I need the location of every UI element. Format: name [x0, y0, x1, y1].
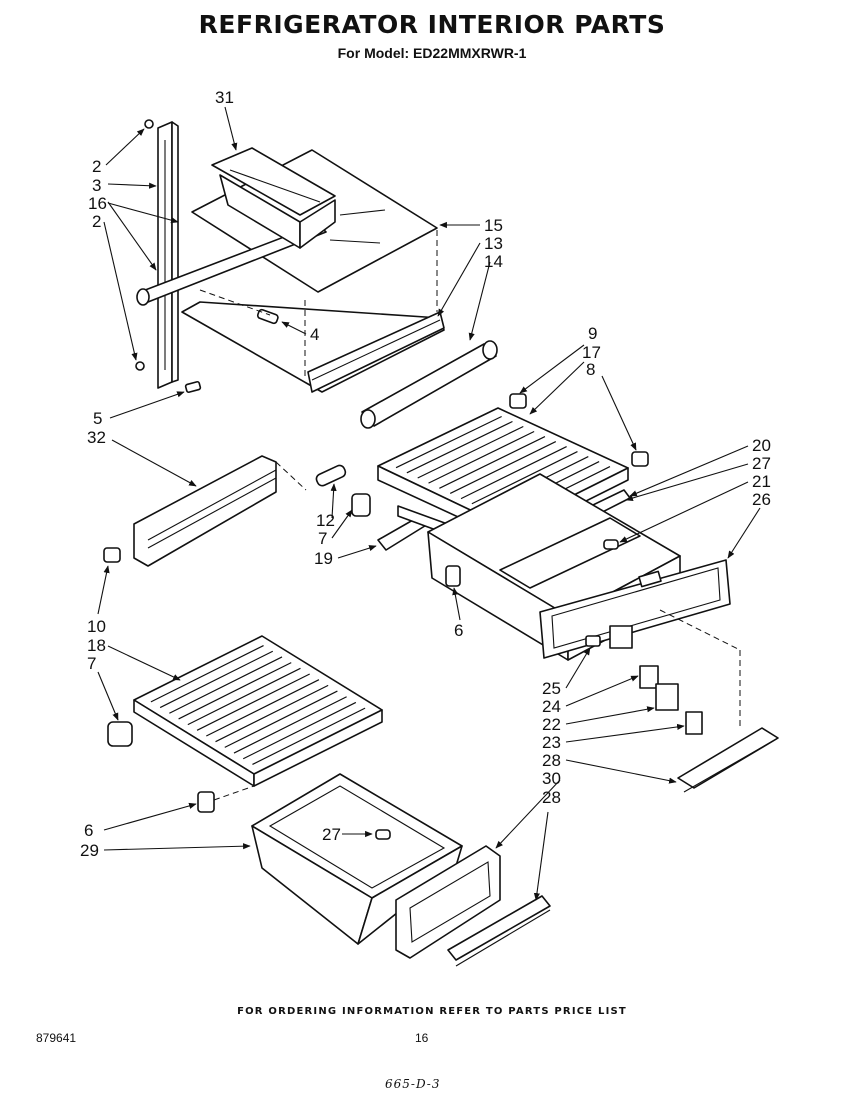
- shelf-rib: [252, 707, 366, 766]
- page-title: REFRIGERATOR INTERIOR PARTS: [198, 10, 666, 39]
- screw-27-low: [375, 829, 391, 840]
- callout-3: 3: [92, 176, 101, 195]
- screw-4: [256, 308, 279, 325]
- callout-18: 18: [87, 636, 106, 655]
- control-lever-23: [685, 711, 703, 735]
- drawer-front-panel: [539, 559, 731, 659]
- model-subtitle: For Model: ED22MMXRWR-1: [337, 45, 527, 61]
- lower-shelf: [133, 635, 383, 787]
- shelf-rib: [449, 441, 557, 494]
- callout-2a: 2: [92, 157, 101, 176]
- hinge-9: [509, 393, 527, 409]
- callout-23: 23: [542, 733, 561, 752]
- control-knob-24: [639, 665, 659, 689]
- callout-30: 30: [542, 769, 561, 788]
- callout-28b: 28: [542, 788, 561, 807]
- shelf-frame: [181, 301, 445, 393]
- shelf-ladder-rail: [157, 121, 179, 389]
- shelf-rib: [242, 701, 357, 760]
- screw-25: [585, 635, 601, 647]
- callout-9: 9: [588, 324, 597, 343]
- callout-5: 5: [93, 409, 102, 428]
- callout-27b: 27: [322, 825, 341, 844]
- callout-32: 32: [87, 428, 106, 447]
- callout-labels: 31 2 3 16 2 15 13 14 4 5 32 12 7 19 9 17…: [80, 88, 771, 860]
- bracket-7-low: [107, 721, 133, 747]
- callout-20: 20: [752, 436, 771, 455]
- shelf-rib: [178, 662, 292, 720]
- callout-25: 25: [542, 679, 561, 698]
- drawer-rail-right: [677, 727, 779, 793]
- shelf-rib: [215, 684, 329, 743]
- drawer-rail-bottom: [447, 895, 551, 967]
- shelf-rib: [196, 673, 310, 731]
- callout-14: 14: [484, 252, 503, 271]
- bracket-7-mid: [351, 493, 371, 517]
- control-slide-22: [655, 683, 679, 711]
- callout-15: 15: [484, 216, 503, 235]
- ordering-note: FOR ORDERING INFORMATION REFER TO PARTS …: [237, 1006, 627, 1017]
- callout-4: 4: [310, 325, 319, 344]
- shelf-rib: [471, 451, 578, 505]
- screw-top: [144, 119, 154, 129]
- shelf-rib: [150, 644, 264, 703]
- shelf-rib: [417, 425, 524, 479]
- clip-10: [103, 547, 121, 563]
- shelf-rib: [206, 679, 320, 737]
- shelf-rib: [187, 667, 301, 726]
- screw-5: [184, 380, 202, 394]
- shelf-front-trim: [307, 311, 445, 393]
- callout-12: 12: [316, 511, 335, 530]
- trim-tube: [360, 340, 498, 429]
- callout-16: 16: [88, 194, 107, 213]
- callout-17: 17: [582, 343, 601, 362]
- page-number: 16: [415, 1031, 429, 1045]
- bracket-6-mid: [445, 565, 461, 587]
- callout-29: 29: [80, 841, 99, 860]
- shelf-rib: [224, 690, 338, 748]
- callout-8: 8: [586, 360, 595, 379]
- lower-drawer-front: [395, 845, 501, 959]
- shelf-rib: [460, 446, 567, 500]
- callout-22: 22: [542, 715, 561, 734]
- callout-7b: 7: [87, 654, 96, 673]
- callout-13: 13: [484, 234, 503, 253]
- callout-19: 19: [314, 549, 333, 568]
- callout-28a: 28: [542, 751, 561, 770]
- hinge-8: [631, 451, 649, 467]
- callout-10: 10: [87, 617, 106, 636]
- callout-26: 26: [752, 490, 771, 509]
- shelf-rib: [439, 435, 546, 489]
- dairy-bin: [211, 147, 336, 249]
- shelf-rib: [169, 656, 283, 714]
- leader-lines: [97, 106, 761, 901]
- callout-6b: 6: [84, 821, 93, 840]
- shelf-rib: [406, 420, 513, 474]
- callout-6a: 6: [454, 621, 463, 640]
- callout-2b: 2: [92, 212, 101, 231]
- shelf-rib: [159, 650, 274, 709]
- control-bracket: [609, 625, 633, 649]
- callout-7a: 7: [318, 529, 327, 548]
- callout-27a: 27: [752, 454, 771, 473]
- pin-12: [315, 464, 347, 487]
- document-number: 879641: [36, 1031, 77, 1045]
- shelf-rib: [428, 430, 535, 484]
- callout-24: 24: [542, 697, 561, 716]
- shelf-rib: [233, 696, 347, 754]
- handwritten-code: 665-D-3: [385, 1077, 441, 1091]
- callout-31: 31: [215, 88, 234, 107]
- shelf-rib: [395, 415, 502, 469]
- bracket-6-low: [197, 791, 215, 813]
- crisper-cover-trim: [133, 455, 277, 567]
- screw-27-mid: [603, 539, 619, 550]
- screw-bottom: [135, 361, 145, 371]
- callout-21: 21: [752, 472, 771, 491]
